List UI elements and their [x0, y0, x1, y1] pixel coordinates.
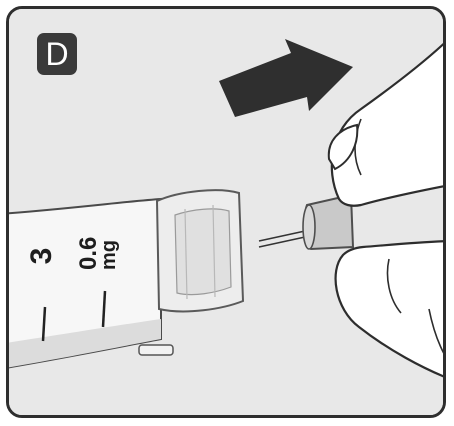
step-label-badge: D — [37, 33, 77, 75]
pen-dose-unit: mg — [99, 210, 120, 270]
pen-dose-value: 0.6 — [78, 210, 99, 270]
pen-dose-marking: 3 — [29, 243, 55, 269]
pen-clip — [139, 345, 173, 355]
pen-dose-label: 0.6 mg — [78, 210, 128, 270]
instruction-panel: D 3 0.6 mg — [6, 6, 446, 418]
inner-needle-cap-opening — [303, 205, 315, 249]
needle-hub-inner — [175, 209, 231, 295]
